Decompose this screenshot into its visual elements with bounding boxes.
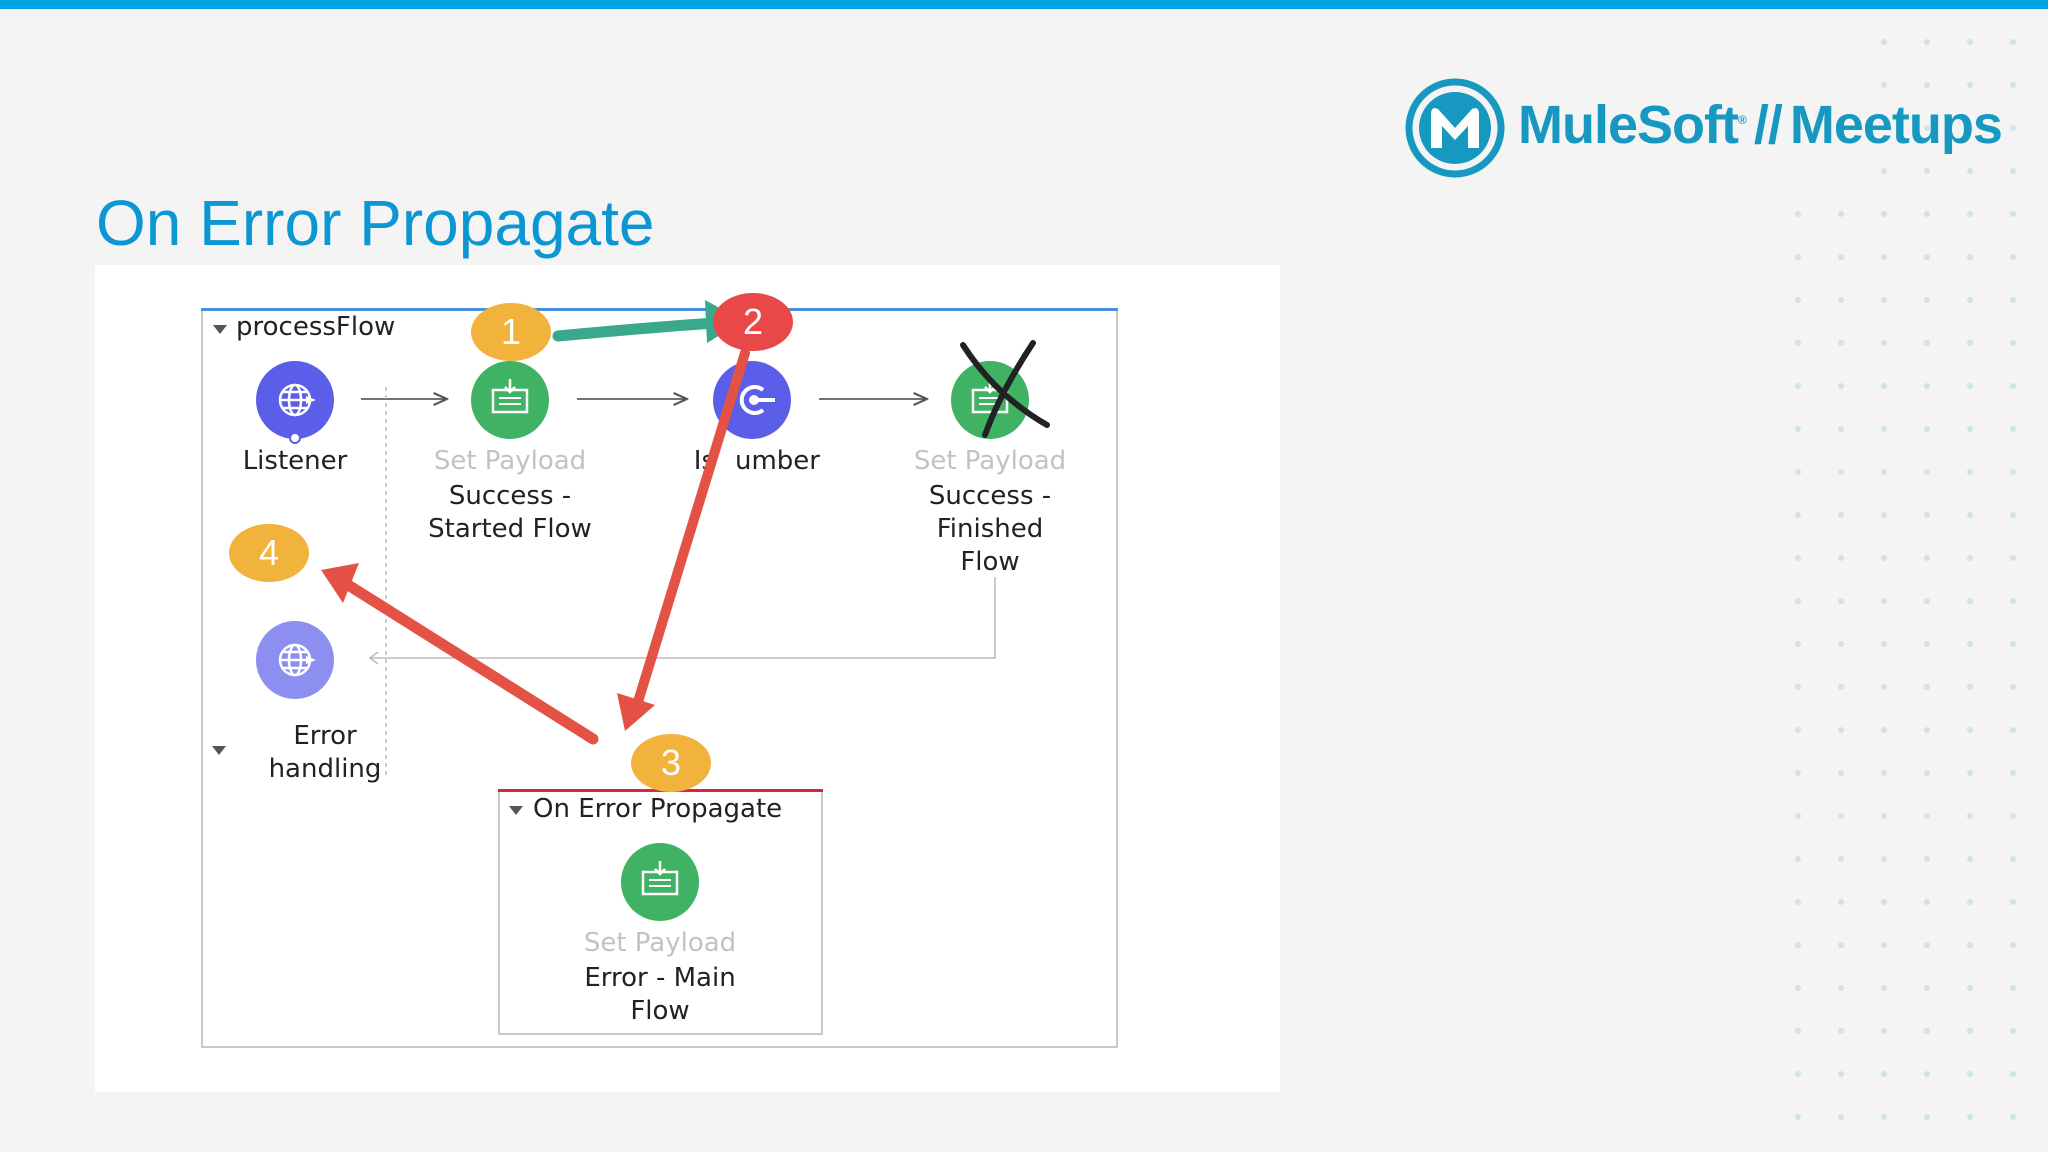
set-payload-finished-label-1: Success - xyxy=(928,481,1052,511)
logo-registered-mark: ® xyxy=(1737,113,1747,127)
red-arrow-2-to-3 xyxy=(617,348,750,731)
badge-1-number: 1 xyxy=(501,311,521,352)
choice-label-part-2: umber xyxy=(735,446,820,476)
dot-pattern xyxy=(1795,39,2016,1120)
badge-2: 2 xyxy=(713,293,793,351)
on-error-caret-icon xyxy=(509,806,523,815)
mulesoft-meetups-logo: MuleSoft® //Meetups xyxy=(1400,76,2003,186)
set-payload-started-label-1: Success - xyxy=(448,481,572,511)
set-payload-finished-label-2: Finished xyxy=(936,514,1044,544)
error-source-node-icon[interactable] xyxy=(240,618,350,702)
red-arrow-3-to-4 xyxy=(321,563,599,745)
listener-label: Listener xyxy=(242,446,348,476)
set-payload-error-node-icon[interactable] xyxy=(605,842,715,926)
set-payload-started-node-icon[interactable] xyxy=(455,360,565,444)
set-payload-error-type: Set Payload xyxy=(583,928,737,958)
cross-out-mark xyxy=(960,340,1050,438)
studio-flow-screenshot: processFlow Listener xyxy=(95,265,1280,1092)
badge-4-number: 4 xyxy=(259,532,279,573)
badge-3-number: 3 xyxy=(661,742,681,783)
connector-end-to-error-source xyxy=(370,577,996,659)
process-flow-header-line xyxy=(201,308,1118,311)
error-handling-caret-icon xyxy=(212,746,226,755)
set-payload-error-label-1: Error - Main xyxy=(584,963,736,993)
badge-1: 1 xyxy=(471,303,551,361)
slide-title: On Error Propagate xyxy=(96,187,655,259)
set-payload-error-label-2: Flow xyxy=(630,996,690,1026)
logo-wordmark: MuleSoft® //Meetups xyxy=(1518,94,2003,156)
badge-2-number: 2 xyxy=(743,301,763,342)
logo-separator: // xyxy=(1753,95,1783,155)
badge-3: 3 xyxy=(631,734,711,792)
flow-collapse-caret-icon xyxy=(213,325,227,334)
badge-4: 4 xyxy=(229,524,309,582)
listener-node-icon[interactable] xyxy=(240,360,350,444)
on-error-propagate-title: On Error Propagate xyxy=(533,794,783,824)
flow-connectors xyxy=(361,387,996,777)
mulesoft-logo-icon xyxy=(1405,78,1505,178)
logo-product: Meetups xyxy=(1789,95,2003,155)
annotation-overlay xyxy=(321,300,1050,745)
set-payload-finished-type: Set Payload xyxy=(913,446,1067,476)
set-payload-started-label-2: Started Flow xyxy=(428,514,592,544)
error-handling-label-1: Error xyxy=(293,721,357,751)
flow-name: processFlow xyxy=(236,312,396,342)
top-accent-bar xyxy=(0,0,2048,9)
error-handling-label-2: handling xyxy=(268,754,382,784)
set-payload-finished-label-3: Flow xyxy=(960,547,1020,577)
logo-brand: MuleSoft xyxy=(1518,95,1739,155)
set-payload-started-type: Set Payload xyxy=(433,446,587,476)
